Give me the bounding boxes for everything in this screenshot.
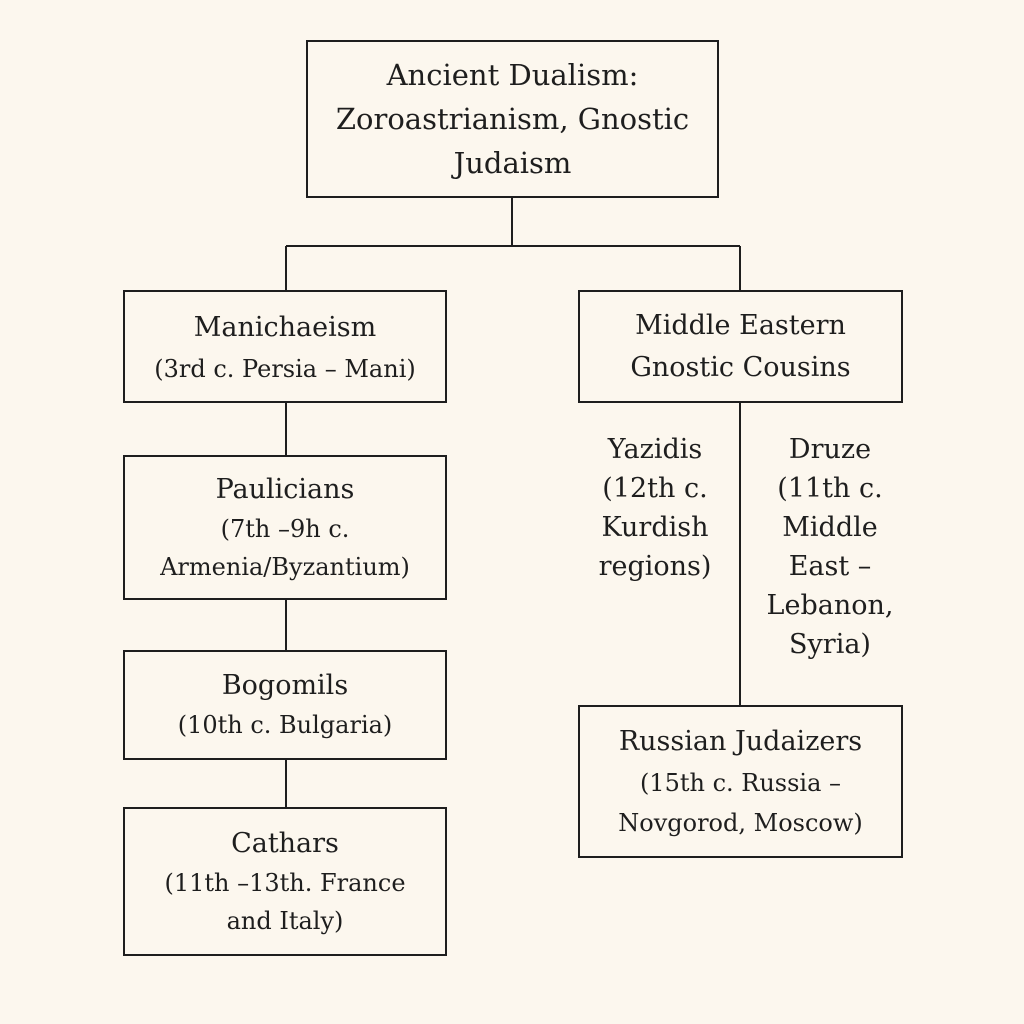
middle-eastern-line-2: Gnostic Cousins (630, 351, 851, 383)
russian-judaizers-title: Russian Judaizers (618, 725, 863, 757)
paulicians-box: Paulicians (7th –9h c. Armenia/Byzantium… (123, 455, 447, 600)
russian-judaizers-detail-line-1: (15th c. Russia – (639, 768, 842, 797)
cathars-box: Cathars (11th –13th. France and Italy) (123, 807, 447, 956)
russian-judaizers-box: Russian Judaizers (15th c. Russia – Novg… (578, 705, 903, 858)
druze-line-6: Syria) (789, 629, 871, 660)
yazidis-line-1: Yazidis (607, 434, 703, 465)
druze-line-5: Lebanon, (766, 590, 894, 621)
druze-line-4: East – (788, 551, 872, 582)
bogomils-box: Bogomils (10th c. Bulgaria) (123, 650, 447, 760)
root-line-2: Zoroastrianism, Gnostic (335, 102, 690, 136)
manichaeism-box: Manichaeism (3rd c. Persia – Mani) (123, 290, 447, 403)
yazidis-line-3: Kurdish (601, 512, 709, 543)
druze-line-2: (11th c. (777, 473, 883, 504)
root-line-3: Judaism (453, 146, 572, 180)
manichaeism-detail: (3rd c. Persia – Mani) (154, 354, 416, 383)
yazidis-line-4: regions) (598, 551, 712, 582)
manichaeism-title: Manichaeism (193, 311, 377, 343)
paulicians-title: Paulicians (215, 473, 355, 505)
cathars-detail-line-1: (11th –13th. France (164, 868, 406, 897)
yazidis-line-2: (12th c. (602, 473, 708, 504)
druze-label: Druze (11th c. Middle East – Lebanon, Sy… (750, 430, 910, 664)
cathars-title: Cathars (231, 827, 339, 859)
ancient-dualism-box: Ancient Dualism: Zoroastrianism, Gnostic… (306, 40, 719, 198)
druze-line-1: Druze (788, 434, 872, 465)
middle-eastern-gnostic-box: Middle Eastern Gnostic Cousins (578, 290, 903, 403)
paulicians-detail-line-2: Armenia/Byzantium) (160, 552, 410, 581)
root-line-1: Ancient Dualism: (386, 58, 639, 92)
middle-eastern-line-1: Middle Eastern (635, 309, 846, 341)
yazidis-label: Yazidis (12th c. Kurdish regions) (580, 430, 730, 586)
bogomils-detail: (10th c. Bulgaria) (177, 711, 393, 739)
bogomils-title: Bogomils (221, 670, 349, 701)
russian-judaizers-detail-line-2: Novgorod, Moscow) (618, 808, 863, 837)
druze-line-3: Middle (782, 512, 878, 543)
paulicians-detail-line-1: (7th –9h c. (220, 514, 350, 543)
cathars-detail-line-2: and Italy) (226, 906, 344, 935)
